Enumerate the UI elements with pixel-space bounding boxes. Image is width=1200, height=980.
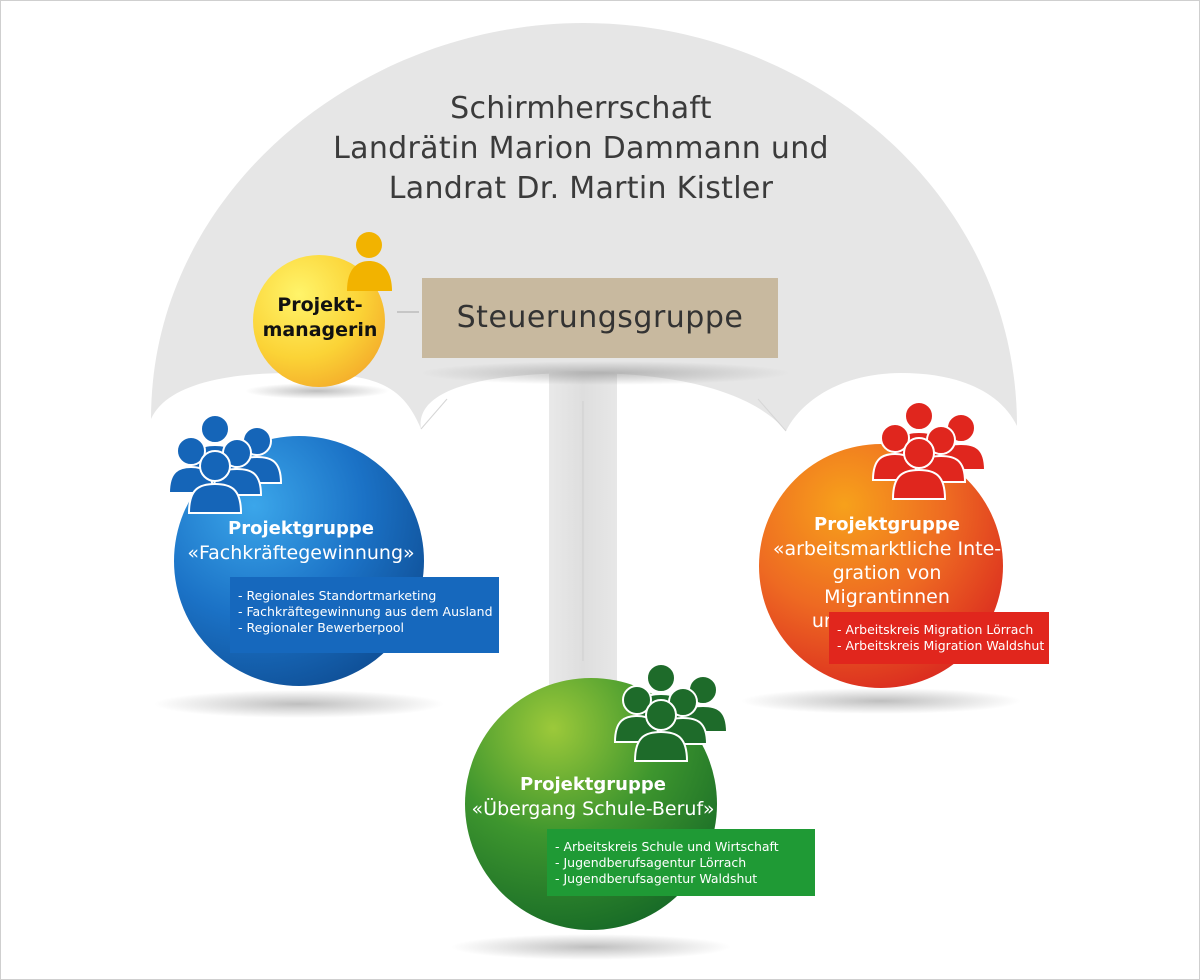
group-heading: Projektgruppe [228, 518, 374, 539]
list-item: - Arbeitskreis Migration Waldshut [837, 638, 1045, 653]
group-list-fachkraefte: - Regionales Standortmarketing - Fachkrä… [230, 577, 499, 653]
group-title-fachkraefte: Projektgruppe «Fachkräftegewinnung» [181, 517, 421, 565]
pm-line: managerin [262, 319, 378, 341]
patronage-title: Schirmherrschaft Landrätin Marion Damman… [301, 89, 861, 209]
group-name: «Übergang Schule-Beruf» [471, 798, 715, 820]
group-heading: Projektgruppe [814, 514, 960, 535]
group-title-uebergang: Projektgruppe «Übergang Schule-Beruf» [465, 773, 721, 821]
people-group-icon [167, 414, 283, 514]
list-item: - Regionales Standortmarketing [238, 588, 437, 603]
people-group-icon [871, 401, 987, 500]
list-item: - Fachkräftegewinnung aus dem Ausland [238, 604, 493, 619]
group-list-uebergang: - Arbeitskreis Schule und Wirtschaft - J… [547, 829, 815, 896]
people-group-icon [613, 663, 729, 762]
list-item: - Arbeitskreis Schule und Wirtschaft [555, 839, 779, 854]
list-item: - Arbeitskreis Migration Lörrach [837, 622, 1034, 637]
person-icon [347, 232, 392, 291]
pm-line: Projekt- [277, 294, 363, 316]
list-item: - Regionaler Bewerberpool [238, 620, 404, 635]
steering-group-box: Steuerungsgruppe [422, 278, 778, 358]
group-list-migration: - Arbeitskreis Migration Lörrach - Arbei… [829, 612, 1049, 664]
list-item: - Jugendberufsagentur Waldshut [555, 871, 758, 886]
group-name: «Fachkräftegewinnung» [187, 542, 415, 564]
list-item: - Jugendberufsagentur Lörrach [555, 855, 747, 870]
group-name: «arbeitsmarktliche Inte- [772, 538, 1002, 560]
project-manager-label: Projekt- managerin [249, 293, 391, 343]
patronage-line: Landrat Dr. Martin Kistler [388, 171, 774, 206]
patronage-line: Landrätin Marion Dammann und [333, 131, 829, 166]
patronage-line: Schirmherrschaft [450, 91, 712, 126]
group-heading: Projektgruppe [520, 774, 666, 795]
group-name: gration von Migrantinnen [824, 562, 950, 608]
